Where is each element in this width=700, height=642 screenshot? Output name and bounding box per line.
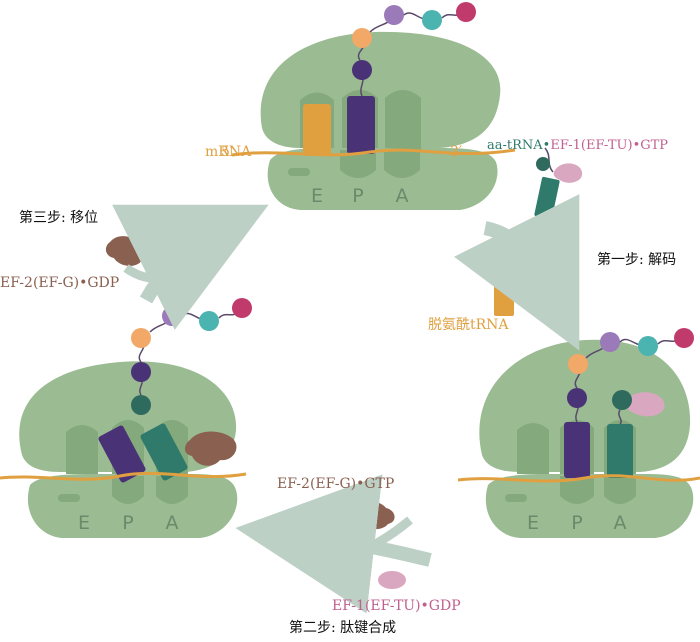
bullet: •	[542, 138, 551, 153]
ribosome-left-small-tab	[58, 494, 80, 502]
amino-acid-bead-teal-dark	[612, 390, 632, 410]
ef1-gdp-label: EF-1(EF-TU)•GDP	[332, 598, 461, 614]
amino-acid-bead-teal	[199, 311, 219, 331]
site-label-a: A	[614, 512, 627, 534]
ribosome-right-small-subunit	[485, 474, 694, 538]
incoming-trna-teal	[534, 176, 560, 220]
step1-arrow-side	[514, 222, 537, 273]
aa-trna-label: aa-tRNA	[487, 138, 543, 153]
site-label-a: A	[166, 512, 179, 534]
ef-tu-gdp-blob	[378, 571, 406, 589]
step2-arrow-side	[346, 516, 413, 561]
trna-tilted-teal	[140, 423, 188, 481]
ribosome-left-site-e-slot	[66, 425, 98, 474]
three-prime-end: 3′	[450, 144, 463, 160]
ribosome-left-lower-bump	[156, 476, 188, 504]
incoming-aa-trna-complex	[534, 147, 583, 220]
step1-label: 第一步: 解码	[597, 252, 677, 268]
released-deacylated-trna	[494, 278, 514, 316]
released-trna-label: 脱氨酰tRNA	[428, 317, 509, 333]
mrna-strand-right	[457, 474, 700, 483]
ef-tu-blob-right	[625, 392, 665, 417]
step3-arrow	[112, 204, 269, 330]
amino-acid-bead-pink	[674, 328, 694, 348]
trna-tilted-purple	[98, 425, 146, 483]
trna-e-site-orange	[303, 104, 331, 156]
ribosome-right-small-tab	[505, 494, 527, 502]
amino-acid-bead-purple-light	[162, 306, 182, 326]
amino-acid-bead-orange	[352, 28, 372, 48]
amino-acid-bead-purple	[352, 60, 372, 80]
site-label-p: P	[352, 185, 363, 207]
ef2-gdp-label: EF-2(EF-G)•GDP	[0, 275, 120, 291]
aa-link	[544, 147, 554, 173]
amino-acid-bead-purple-light	[384, 5, 404, 25]
step3-arrow-side	[123, 264, 175, 283]
amino-acid-bead-teal	[638, 336, 658, 356]
ribosome-top-small-tab	[288, 168, 310, 176]
ef-g-gtp-blob	[351, 501, 395, 530]
ribosome-right: E P A	[457, 328, 700, 538]
amino-acid-bead-teal-dark	[536, 157, 550, 171]
ef2-gtp-label: EF-2(EF-G)•GTP	[277, 476, 395, 492]
ribosome-top-site-a-slot	[385, 90, 421, 150]
step3-label: 第三步: 移位	[19, 210, 99, 226]
amino-acid-bead-orange	[131, 328, 151, 348]
step2-label: 第二步: 肽键合成	[289, 620, 397, 636]
amino-acid-bead-purple	[131, 362, 151, 382]
aa-trna-complex-label: aa-tRNA•EF-1(EF-TU)•GTP	[487, 138, 668, 154]
ribosome-right-site-e-slot	[517, 423, 549, 474]
gtp-label: GTP	[640, 138, 669, 153]
amino-acid-bead-pink	[232, 298, 252, 318]
ribosome-right-lower-bump	[560, 476, 594, 504]
mrna-strand-top	[231, 148, 516, 157]
amino-acid-bead-purple	[567, 388, 587, 408]
site-label-p: P	[571, 512, 582, 534]
ribosome-left: E P A	[0, 298, 252, 538]
site-label-e: E	[527, 512, 539, 534]
amino-acid-bead-orange	[568, 354, 588, 374]
site-label-e: E	[78, 512, 90, 534]
aa-link	[618, 409, 622, 425]
ribosome-right-lower-bump	[604, 476, 636, 504]
step1-arrow	[454, 194, 580, 351]
amino-acid-bead-teal-dark	[131, 395, 151, 415]
ef-tu-blob-incoming	[553, 163, 583, 183]
trna-p-site-purple	[564, 422, 590, 478]
ribosome-top: E P A	[231, 2, 516, 210]
ribosome-top-small-subunit	[267, 148, 498, 210]
ribosome-top-large-subunit	[260, 31, 501, 148]
five-prime-end: 5′	[221, 144, 234, 160]
trna-p-site-purple	[347, 96, 375, 154]
mrna-strand-left	[0, 471, 247, 481]
amino-acid-bead-purple-light	[600, 332, 620, 352]
ribosome-top-lower-bump	[340, 150, 376, 178]
ef-tu-label: EF-1(EF-TU)	[550, 138, 633, 153]
ef-g-gdp-blob	[105, 236, 149, 266]
site-label-a: A	[396, 185, 409, 207]
ef-g-bound-left	[185, 431, 237, 466]
ribosome-left-lower-bump	[112, 476, 144, 504]
trna-a-site-teal	[607, 424, 633, 478]
site-label-e: E	[311, 185, 323, 207]
amino-acid-bead-teal	[422, 10, 442, 30]
mrna-label: mRNA	[205, 144, 252, 160]
amino-acid-bead-pink	[456, 2, 476, 22]
site-label-p: P	[122, 512, 133, 534]
bullet: •	[632, 138, 641, 153]
ribosome-top-lower-bump	[384, 150, 420, 178]
